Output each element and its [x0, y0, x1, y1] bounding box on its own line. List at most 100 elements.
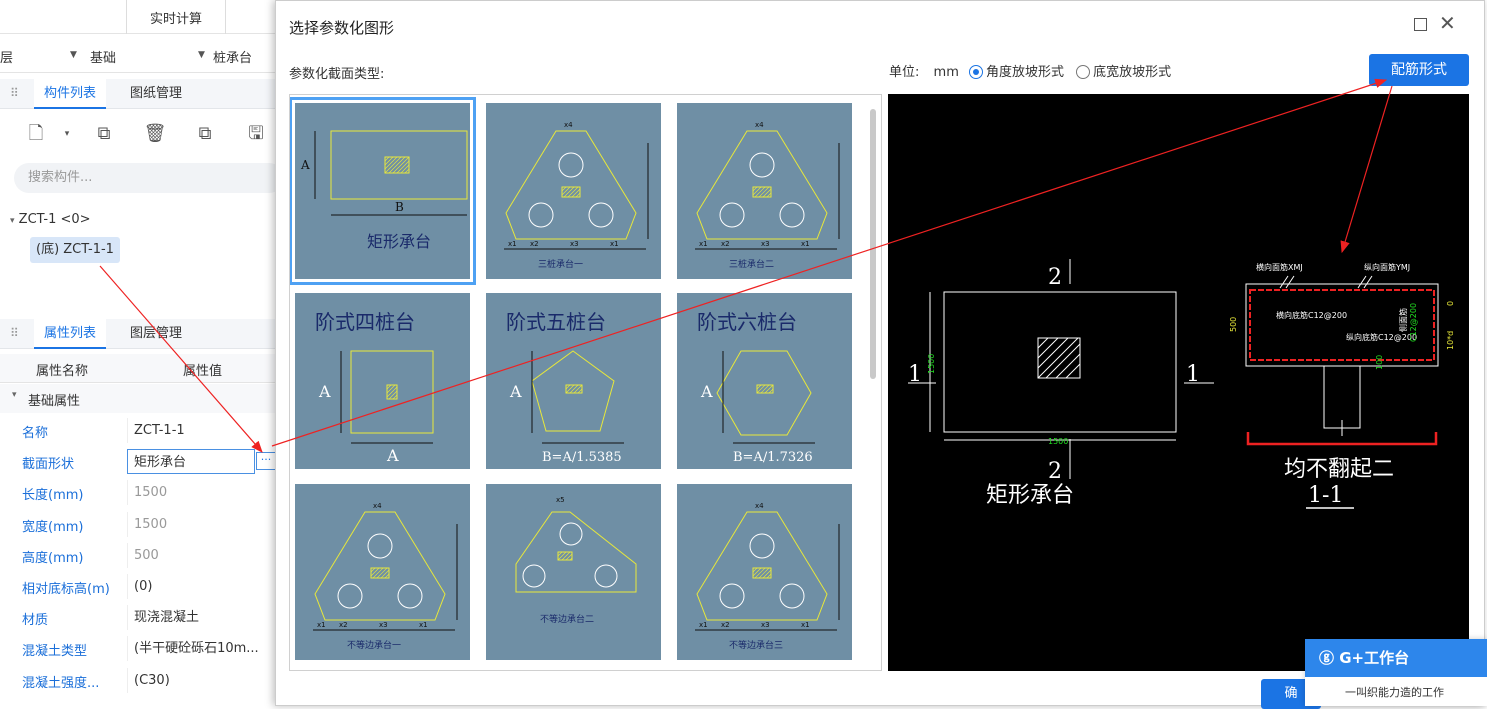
tile-label: 三桩承台一 [538, 258, 583, 270]
chevron-down-icon[interactable]: ▾ [64, 129, 70, 139]
section-type-label: 参数化截面类型: [289, 67, 385, 82]
rebar-form-button[interactable]: 配筋形式 [1369, 54, 1469, 86]
label-v-top: 纵向面筋YMJ [1364, 262, 1410, 272]
property-group-row[interactable]: ▾ 基础属性 [0, 384, 275, 413]
duplicate-icon[interactable]: ⧉ [198, 123, 212, 144]
property-row[interactable]: 材质 现浇混凝土 [0, 602, 275, 633]
dim-depth: 500 [1229, 317, 1238, 332]
tree-item-label: ZCT-1 <0> [18, 212, 91, 227]
gplus-header[interactable]: ⓖ G+工作台 [1305, 639, 1487, 677]
property-row[interactable]: 名称 ZCT-1-1 [0, 415, 275, 446]
property-row[interactable]: 混凝土类型(半干硬砼砾石10m... [0, 633, 275, 664]
dim-100: 100 [1375, 355, 1384, 370]
drag-grip-icon[interactable]: ⠿ [10, 86, 19, 100]
dim-label: x1 [610, 240, 619, 248]
chevron-down-icon[interactable]: ▾ [10, 216, 15, 226]
chevron-down-icon[interactable]: ▼ [70, 50, 77, 60]
drag-grip-icon[interactable]: ⠿ [10, 326, 19, 340]
property-row[interactable]: 宽度(mm) 1500 [0, 509, 275, 540]
radio-bottom-slope[interactable]: 底宽放坡形式 [1076, 65, 1171, 80]
tab-property-list[interactable]: 属性列表 [34, 319, 107, 349]
dim-label: x4 [755, 121, 764, 129]
chevron-down-icon[interactable]: ▼ [198, 50, 205, 60]
shape-preview: 2 2 1 1 1500 1500 矩形承台 横向面筋XMJ 纵向面筋YMJ 横… [888, 94, 1469, 671]
property-value[interactable]: 矩形承台 [127, 449, 255, 475]
chevron-down-icon[interactable]: ▾ [12, 390, 17, 400]
dim-label: x3 [761, 240, 770, 248]
property-value[interactable]: 1500 [127, 480, 275, 506]
gplus-logo-icon: ⓖ [1319, 649, 1335, 667]
section-num-top: 2 [1048, 265, 1062, 290]
dim-label: x2 [721, 240, 730, 248]
floor-dropdown[interactable]: 层 [0, 51, 14, 66]
type-dropdown[interactable]: 桩承台 [213, 51, 253, 66]
ellipsis-button[interactable]: ··· [256, 452, 276, 470]
dim-label: x3 [570, 240, 579, 248]
dim-label: x3 [379, 621, 388, 629]
unit-value: mm [933, 65, 959, 80]
delete-icon[interactable]: 🗑 [143, 123, 167, 144]
label-side: 侧面筋 [1398, 308, 1408, 332]
property-value[interactable]: 1500 [127, 511, 275, 537]
unit-row: 单位: mm 角度放坡形式 底宽放坡形式 [889, 61, 1171, 81]
property-row[interactable]: 截面形状矩形承台 [0, 446, 275, 477]
property-value[interactable]: 现浇混凝土 [127, 605, 275, 631]
radio-on-icon[interactable] [969, 65, 983, 79]
category-dropdown[interactable]: 基础 [90, 51, 117, 66]
radio-angle-slope[interactable]: 角度放坡形式 [969, 65, 1068, 80]
property-row[interactable]: 长度(mm)1500 [0, 477, 275, 508]
property-name: 宽度(mm) [22, 519, 84, 535]
property-value[interactable]: 500 [127, 542, 275, 568]
gallery-scrollbar[interactable] [870, 109, 876, 379]
property-name: 材质 [22, 613, 49, 629]
new-component-icon[interactable]: 🗋 [28, 123, 44, 144]
dim-label: x1 [801, 240, 810, 248]
tree-item-parent[interactable]: ▾ ZCT-1 <0> [10, 212, 91, 227]
gplus-workbench-widget[interactable]: ⓖ G+工作台 一叫织能力造的工作 [1305, 639, 1487, 706]
property-value[interactable]: (0) [127, 574, 275, 599]
property-name: 名称 [22, 426, 49, 441]
property-group-label: 基础属性 [28, 394, 81, 409]
property-value[interactable]: ZCT-1-1 [127, 418, 275, 443]
property-row[interactable]: 高度(mm)500 [0, 540, 275, 571]
plan-title: 矩形承台 [986, 483, 1074, 508]
maximize-icon[interactable] [1414, 18, 1427, 31]
property-row[interactable]: 混凝土强度...(C30) [0, 665, 275, 696]
tile-label: 阶式四桩台 [315, 310, 415, 334]
radio-off-icon[interactable] [1076, 65, 1091, 79]
search-input[interactable]: 搜索构件... [14, 163, 284, 193]
tile-label: 阶式五桩台 [506, 310, 606, 334]
label-v-bottom: 纵向底筋C12@200 [1346, 332, 1417, 342]
tab-realtime-calc[interactable]: 实时计算 [126, 0, 226, 34]
property-row[interactable]: 相对底标高(m) (0) [0, 571, 275, 602]
tab-drawing-manager[interactable]: 图纸管理 [130, 86, 183, 101]
tab-layer-manager[interactable]: 图层管理 [130, 326, 183, 341]
property-name: 相对底标高(m) [22, 582, 110, 597]
property-value[interactable]: (半干硬砼砾石10m... [127, 636, 275, 662]
column-header-name: 属性名称 [36, 364, 89, 379]
preview-drawing: 2 2 1 1 1500 1500 矩形承台 横向面筋XMJ 纵向面筋YMJ 横… [908, 259, 1455, 509]
tab-component-list[interactable]: 构件列表 [34, 79, 107, 109]
tree-item-selected[interactable]: (底) ZCT-1-1 [30, 237, 120, 263]
property-value[interactable]: (C30) [127, 667, 275, 693]
radio-angle-label: 角度放坡形式 [986, 65, 1065, 80]
save-icon[interactable]: 🖫 [248, 123, 264, 144]
close-icon[interactable]: ✕ [1439, 11, 1456, 35]
copy-icon[interactable]: ⧉ [97, 123, 111, 144]
tile-label: 不等边承台一 [347, 639, 401, 651]
dim-label: x3 [761, 621, 770, 629]
property-table-header: 属性名称 属性值 [0, 354, 275, 383]
